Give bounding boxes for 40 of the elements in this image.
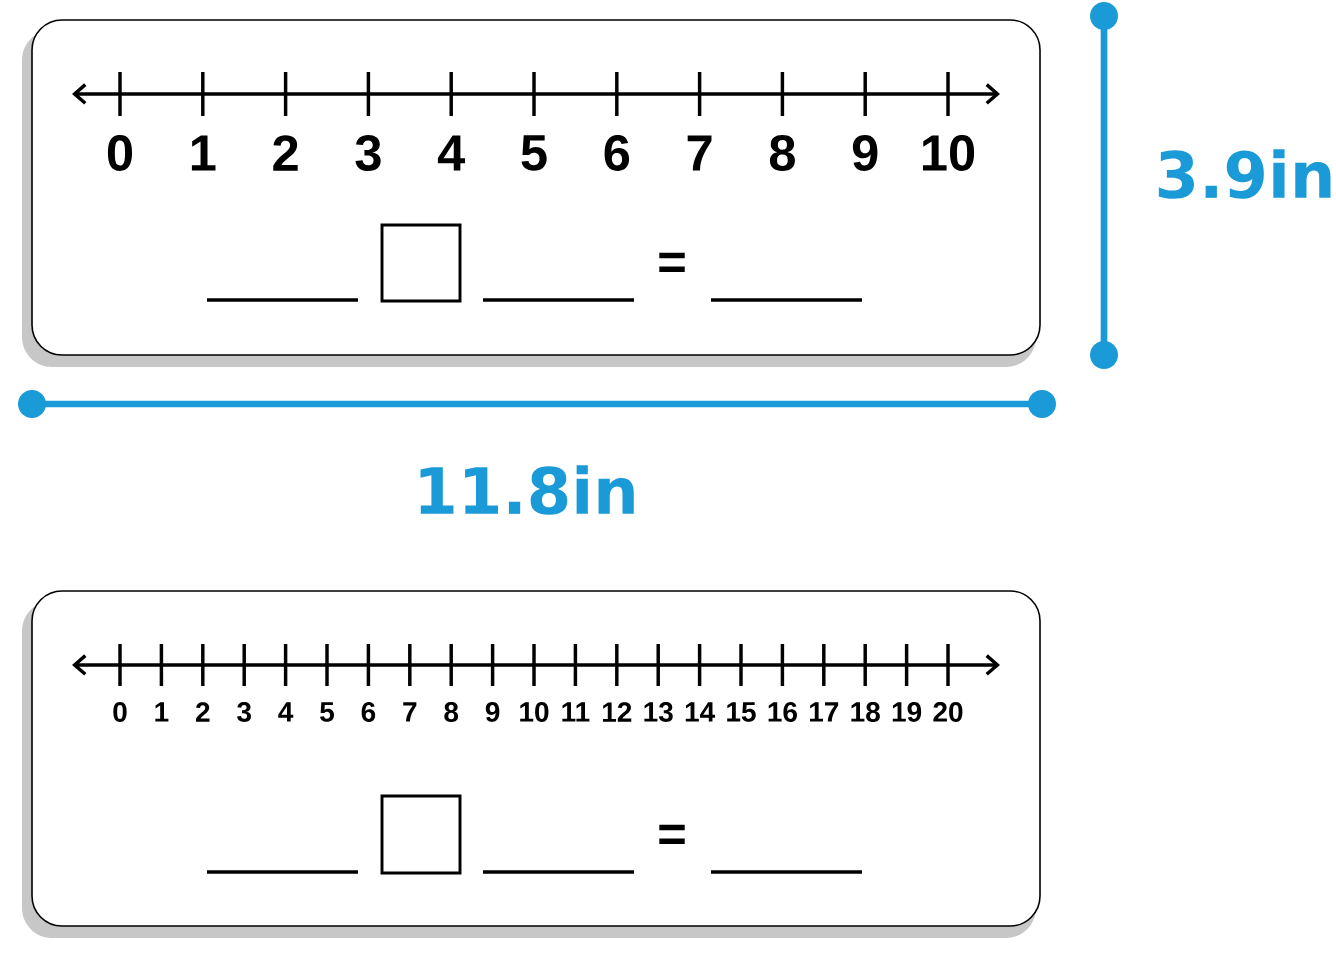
- tick-label: 11: [562, 702, 590, 722]
- tick-label: 0: [113, 702, 127, 722]
- tick-label: 10: [520, 702, 549, 722]
- tick-label: 8: [444, 702, 459, 722]
- tick-label: 10: [923, 135, 975, 171]
- tick-label: 9: [485, 702, 500, 722]
- tick-label: 4: [278, 702, 294, 722]
- dimension-label: 11.8in: [420, 465, 634, 515]
- tick-label: 8: [769, 135, 795, 171]
- tick-label: 2: [196, 702, 210, 722]
- tick-label: 12: [603, 702, 632, 722]
- tick-label: 4: [437, 135, 466, 171]
- card: [22, 590, 1041, 938]
- tick-label: 6: [361, 702, 376, 722]
- answer-box: [380, 223, 462, 303]
- tick-label: 7: [403, 702, 417, 722]
- tick-label: 13: [644, 702, 673, 722]
- tick-label: 3: [355, 135, 381, 171]
- tick-label: 1: [155, 702, 169, 722]
- answer-box: [380, 794, 462, 875]
- tick-label: 6: [604, 135, 630, 171]
- tick-label: 20: [933, 702, 963, 722]
- tick-label: 19: [892, 702, 922, 722]
- tick-label: 15: [727, 702, 756, 722]
- equals-sign: =: [659, 824, 685, 844]
- card: [22, 19, 1041, 367]
- tick-label: 2: [273, 135, 298, 171]
- tick-label: 14: [685, 702, 715, 722]
- dimension-label: 3.9in: [1158, 149, 1331, 199]
- tick-label: 5: [521, 135, 547, 171]
- tick-label: 3: [237, 702, 251, 722]
- tick-label: 18: [851, 702, 880, 722]
- tick-label: 17: [810, 702, 839, 722]
- tick-label: 0: [107, 135, 132, 171]
- tick-label: 16: [768, 702, 797, 722]
- tick-label: 9: [852, 135, 878, 171]
- tick-label: 1: [191, 135, 216, 171]
- tick-label: 5: [320, 702, 334, 722]
- tick-label: 7: [687, 135, 712, 171]
- equals-sign: =: [659, 252, 685, 272]
